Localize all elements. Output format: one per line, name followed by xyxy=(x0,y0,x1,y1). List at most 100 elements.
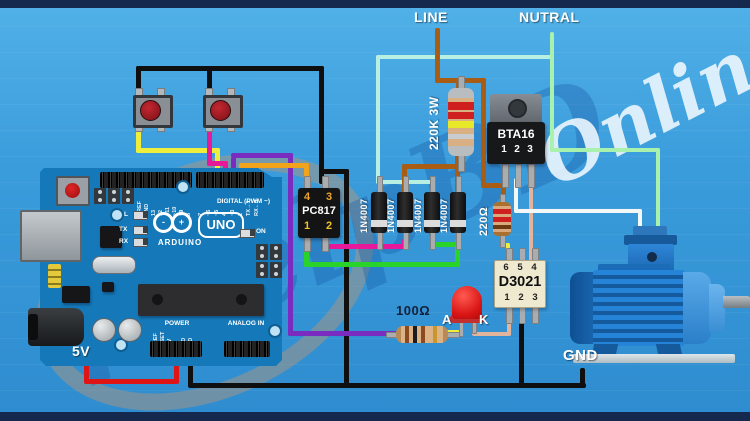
mcu-dot xyxy=(236,294,247,305)
indicator-led xyxy=(450,286,484,337)
push-button-2 xyxy=(203,84,243,134)
wire-gnd-main-v xyxy=(344,169,349,388)
bta16-pin1-label: 1 xyxy=(501,144,507,155)
wire-d2-h1 xyxy=(239,163,309,168)
mounting-hole xyxy=(268,324,282,338)
uno-model-label: UNO xyxy=(206,217,236,232)
digital-header-left xyxy=(100,172,192,188)
wire-motor-v2 xyxy=(638,209,642,240)
power-jack-face xyxy=(28,314,38,340)
diode-label: 1N4007 xyxy=(386,198,396,234)
wire-d3-v2 xyxy=(288,153,293,336)
reset-button xyxy=(56,176,90,206)
motor-terminal-cap xyxy=(633,226,667,237)
button-cap xyxy=(140,100,161,121)
usb-port xyxy=(20,210,82,262)
bta16-tab xyxy=(490,94,542,126)
bta16-pin2-label: 2 xyxy=(514,144,520,155)
wire-ledk-h xyxy=(472,332,511,336)
push-button-1 xyxy=(133,84,173,134)
diode-lead xyxy=(377,232,383,250)
mcu-dot xyxy=(152,294,163,305)
motor-right-cap xyxy=(683,272,711,344)
diode-lead xyxy=(456,232,462,250)
resistor-220-label: 220Ω xyxy=(478,206,490,236)
wire-gnd-pc817-v xyxy=(319,66,324,184)
wire-d5-v1 xyxy=(136,126,141,153)
led-l xyxy=(133,211,148,220)
uno-model-badge: UNO xyxy=(198,212,244,238)
wire-5v-h1 xyxy=(84,379,179,384)
diode-cathode-band xyxy=(450,220,466,227)
top-frame-bar xyxy=(0,0,750,8)
small-chip xyxy=(102,282,114,292)
wire-bta-a1-h xyxy=(481,183,508,188)
mcu-dip-chip xyxy=(138,284,264,316)
arduino-brand-label: ARDUINO xyxy=(157,238,203,247)
on-label: ON xyxy=(256,228,266,235)
pc817-body xyxy=(298,188,340,238)
nutral-label: NUTRAL xyxy=(519,9,580,25)
wire-neutral-v1 xyxy=(550,32,554,152)
wire-gnd-btn1-v xyxy=(136,66,141,92)
watermark-online-text: Online xyxy=(525,2,750,204)
wire-motor-h xyxy=(514,209,642,213)
capacitor-round xyxy=(118,318,142,342)
mounting-hole xyxy=(110,208,124,222)
capacitor-round xyxy=(92,318,116,342)
pc817-optocoupler: 4 3 PC817 1 2 xyxy=(298,176,340,252)
arduino-logo-plus-ring: + xyxy=(171,212,192,233)
diode-1n4007-2 xyxy=(397,176,413,250)
led-cathode-label: K xyxy=(479,312,489,327)
motor-base xyxy=(573,354,735,363)
digital-header-right xyxy=(196,172,264,188)
power-jack xyxy=(28,308,84,346)
motor-body-ribbed xyxy=(593,270,685,346)
led-tx xyxy=(133,226,148,235)
led-leg-cathode xyxy=(472,322,477,334)
diode-1n4007-1 xyxy=(371,176,387,250)
diode-cathode-band xyxy=(424,220,440,227)
pc817-name-label: PC817 xyxy=(302,205,336,217)
wire-5v-stub xyxy=(84,362,89,383)
wire-ledk-v1 xyxy=(507,322,511,336)
mounting-hole xyxy=(114,338,128,352)
motor-yoke xyxy=(598,264,670,274)
power-silkscreen-label: POWER xyxy=(164,320,190,327)
resistor-220k-label: 220K 3W xyxy=(427,96,441,150)
motor-terminal-bolt xyxy=(647,252,657,262)
pc817-pin4-label: 4 xyxy=(303,191,311,203)
resistor-220 xyxy=(493,194,511,248)
d3021-pin6-label: 6 xyxy=(503,262,509,273)
led-rx xyxy=(133,238,148,247)
diode-label: 1N4007 xyxy=(413,198,423,234)
wire-d4-h1 xyxy=(207,161,228,166)
wire-gnd-buttons-h xyxy=(136,66,324,71)
wire-5v-v1 xyxy=(174,356,179,383)
d3021-lead xyxy=(519,306,526,324)
wire-opto-v2 xyxy=(455,239,460,267)
wire-r220k-d4-v xyxy=(455,150,460,194)
motor-shaft xyxy=(723,296,750,308)
gnd-label: GND xyxy=(563,347,598,364)
wire-opto-h1 xyxy=(304,262,460,267)
diode-cathode-band xyxy=(371,220,387,227)
resistor-lead xyxy=(458,154,465,172)
pc817-pin2-label: 2 xyxy=(325,220,333,232)
power-header xyxy=(150,341,202,357)
resistor-100-label: 100Ω xyxy=(396,303,431,318)
5v-label: 5V xyxy=(72,343,91,359)
d3021-lead xyxy=(532,306,539,324)
diode-1n4007-3 xyxy=(424,176,440,250)
digital-silkscreen-label: DIGITAL (PWM ~) xyxy=(216,198,270,205)
motor-terminal-flange xyxy=(624,235,677,245)
diode-label: 1N4007 xyxy=(439,198,449,234)
bta16-leg xyxy=(515,164,522,188)
bta16-triac: BTA16 1 2 3 xyxy=(487,94,545,188)
wire-opto-u-h xyxy=(430,242,460,247)
d3021-lead xyxy=(506,306,513,324)
wire-gnd-label-stub xyxy=(580,368,585,387)
pc817-pin3-label: 3 xyxy=(325,191,333,203)
icsp-header-top xyxy=(94,188,134,204)
